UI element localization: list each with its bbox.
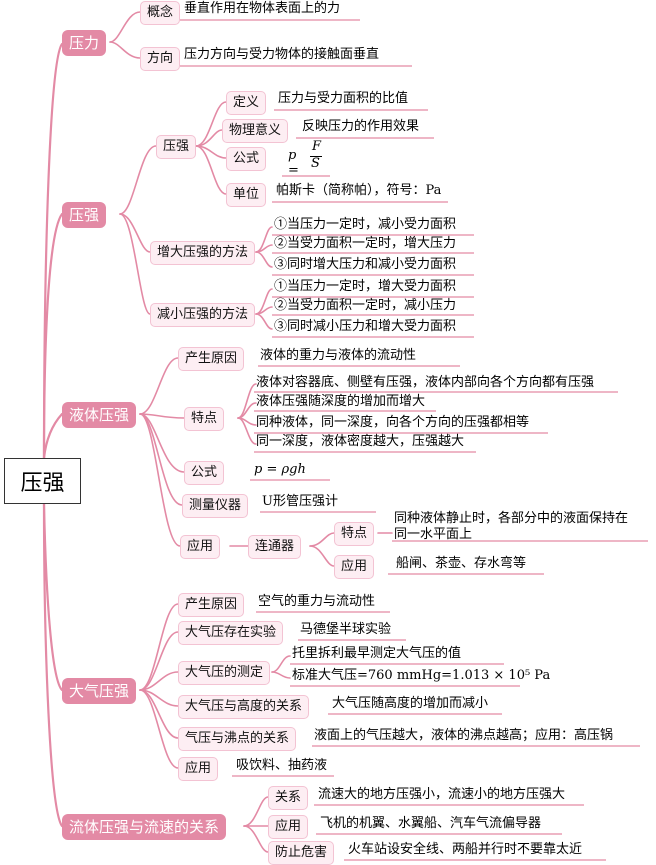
atmo-standard-pressure: 标准大气压=760 mmHg=1.013 × 10⁵ Pa (292, 668, 551, 683)
atmo-exist-label: 大气压存在实验 (178, 621, 284, 645)
formula-numerator: F (312, 139, 322, 154)
branch-liquid-pressure: 液体压强 (62, 402, 137, 428)
increase-item: ②当受力面积一定时，增大压力 (274, 236, 457, 251)
root-topic: 压强 (4, 458, 81, 504)
connector-label: 连通器 (248, 535, 302, 559)
liquid-features-label: 特点 (184, 407, 225, 431)
liquid-formula: p = ρgh (254, 462, 306, 477)
atmo-app-text: 吸饮料、抽药液 (236, 758, 328, 773)
fluid-app-text: 飞机的机翼、水翼船、汽车气流偏导器 (320, 816, 542, 831)
fraction-bar (310, 156, 322, 157)
meaning-text: 反映压力的作用效果 (302, 119, 420, 134)
unit-label: 单位 (226, 183, 267, 207)
liquid-cause-label: 产生原因 (178, 347, 245, 371)
atmo-altitude-label: 大气压与高度的关系 (178, 695, 310, 719)
decrease-item: ③同时减小压力和增大受力面积 (274, 319, 457, 334)
branch-pressure-force: 压力 (62, 30, 107, 56)
unit-text: 帕斯卡（简称帕），符号：Pa (276, 183, 442, 198)
definition-label: 定义 (226, 91, 267, 115)
atmo-boiling-label: 气压与沸点的关系 (178, 727, 297, 751)
connector-feature-label: 特点 (334, 522, 375, 546)
pressure-sub-label: 压强 (156, 135, 197, 159)
increase-item: ①当压力一定时，减小受力面积 (274, 217, 457, 232)
atmo-measure-label: 大气压的测定 (178, 661, 271, 685)
decrease-item: ①当压力一定时，增大受力面积 (274, 279, 457, 294)
atmo-altitude-text: 大气压随高度的增加而减小 (332, 696, 489, 711)
fluid-app-label: 应用 (268, 815, 309, 839)
atmo-boiling-text: 液面上的气压越大，液体的沸点越高；应用：高压锅 (314, 728, 614, 743)
formula-denominator: S (311, 156, 320, 171)
branch-fluid: 流体压强与流速的关系 (62, 814, 227, 840)
branch-pressure: 压强 (62, 202, 107, 228)
connector-app-text: 船闸、茶壶、存水弯等 (396, 556, 527, 571)
direction-label: 方向 (140, 47, 181, 71)
liquid-feature: 同一深度，液体密度越大，压强越大 (256, 434, 465, 449)
liquid-application-label: 应用 (180, 535, 221, 559)
liquid-cause-text: 液体的重力与液体的流动性 (260, 348, 417, 363)
definition-text: 压力与受力面积的比值 (278, 91, 409, 106)
concept-label: 概念 (140, 1, 181, 25)
connector-feature-line: 同种液体静止时，各部分中的液面保持在 (394, 511, 629, 526)
atmo-cause-text: 空气的重力与流动性 (258, 594, 376, 609)
meaning-label: 物理意义 (222, 119, 289, 143)
instrument-label: 测量仪器 (182, 494, 249, 518)
decrease-label: 减小压强的方法 (150, 303, 256, 327)
fluid-prevent-text: 火车站设安全线、两船并行时不要靠太近 (348, 842, 583, 857)
fluid-prevent-label: 防止危害 (268, 841, 335, 865)
atmo-cause-label: 产生原因 (178, 593, 245, 617)
pressure-formula-label: 公式 (226, 147, 267, 171)
atmo-exist-text: 马德堡半球实验 (300, 622, 392, 637)
formula-p: p = (288, 148, 299, 178)
concept-text: 垂直作用在物体表面上的力 (184, 1, 341, 16)
direction-text: 压力方向与受力物体的接触面垂直 (184, 47, 380, 62)
liquid-feature: 同种液体，同一深度，向各个方向的压强都相等 (256, 415, 530, 430)
atmo-measure-text: 托里拆利最早测定大气压的值 (292, 646, 462, 661)
atmo-app-label: 应用 (178, 757, 219, 781)
increase-label: 增大压强的方法 (150, 241, 256, 265)
branch-atmosphere: 大气压强 (62, 678, 137, 704)
instrument-text: U形管压强计 (262, 494, 338, 509)
liquid-feature: 液体对容器底、侧壁有压强，液体内部向各个方向都有压强 (256, 375, 595, 390)
connector-feature-line: 同一水平面上 (394, 527, 473, 542)
fluid-relation-text: 流速大的地方压强小，流速小的地方压强大 (318, 787, 566, 802)
fluid-relation-label: 关系 (268, 786, 309, 810)
connector-app-label: 应用 (334, 555, 375, 579)
decrease-item: ②当受力面积一定时，减小压力 (274, 298, 457, 313)
liquid-formula-label: 公式 (184, 461, 225, 485)
liquid-feature: 液体压强随深度的增加而增大 (256, 394, 426, 409)
increase-item: ③同时增大压力和减小受力面积 (274, 257, 457, 272)
